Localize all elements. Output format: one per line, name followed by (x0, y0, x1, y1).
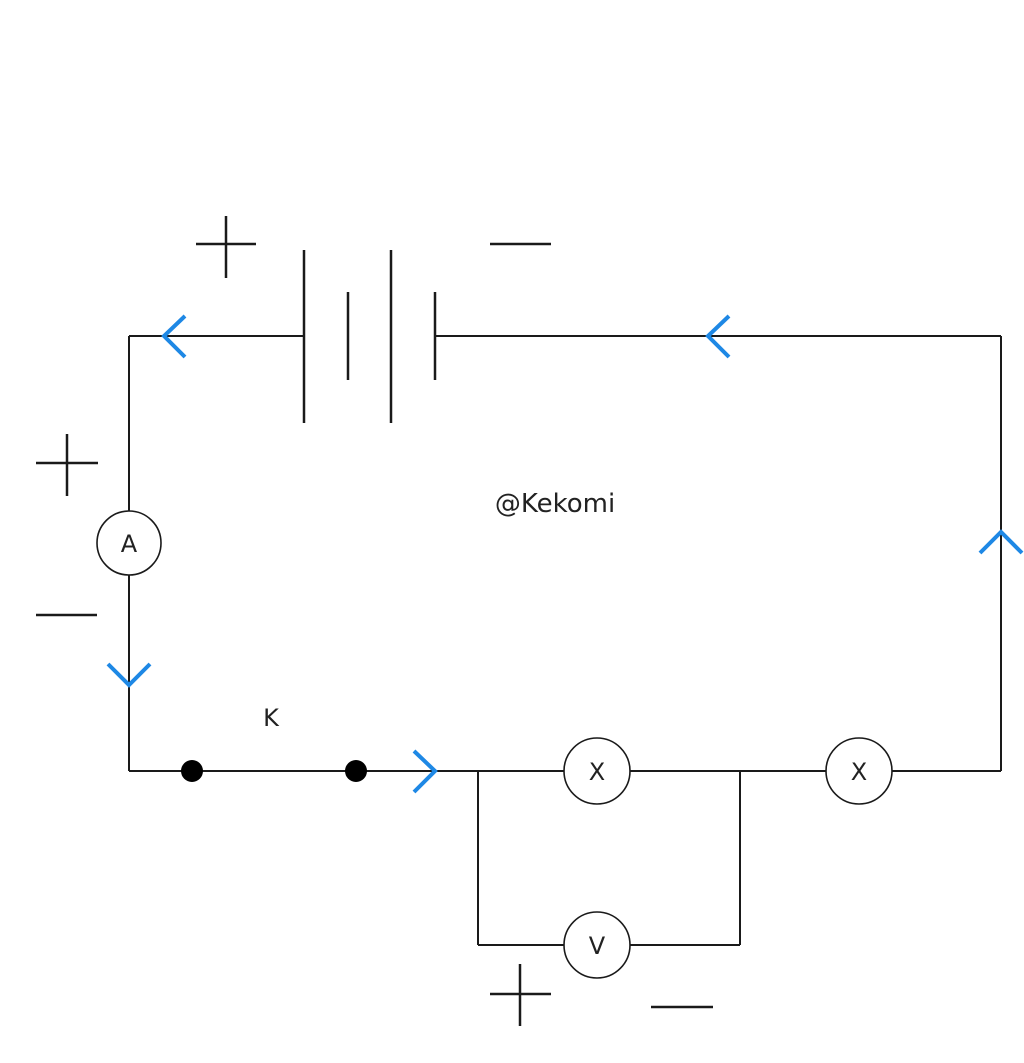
wires (128, 335, 1002, 946)
ammeter-ring (96, 510, 162, 576)
lamp-right-label: X (851, 758, 867, 786)
lamp-left-ring (563, 737, 631, 805)
battery-plus-sign (196, 216, 256, 278)
lamp-left-label: X (589, 758, 605, 786)
arrow-right-icon (412, 749, 438, 794)
arrow-left-icon (705, 314, 731, 359)
arrow-up-icon (978, 529, 1024, 555)
battery (302, 250, 437, 423)
lamp-left: X (563, 737, 631, 805)
voltmeter-plus-sign (490, 964, 551, 1026)
switch-contact-right (345, 760, 367, 782)
current-arrows (106, 314, 1024, 794)
voltmeter-ring (563, 911, 631, 979)
watermark: @Kekomi (495, 489, 615, 519)
voltmeter-label: V (589, 932, 606, 960)
ammeter: A (96, 510, 162, 576)
ammeter-label: A (121, 530, 138, 558)
polarity-signs (36, 216, 713, 1026)
arrow-down-icon (106, 662, 152, 688)
switch-contact-left (181, 760, 203, 782)
switch-label: K (263, 704, 280, 732)
ammeter-plus-sign (36, 434, 98, 496)
arrow-left-icon (161, 314, 187, 359)
lamp-right: X (825, 737, 893, 805)
lamp-right-ring (825, 737, 893, 805)
switch-k: K (181, 704, 367, 782)
voltmeter: V (563, 911, 631, 979)
